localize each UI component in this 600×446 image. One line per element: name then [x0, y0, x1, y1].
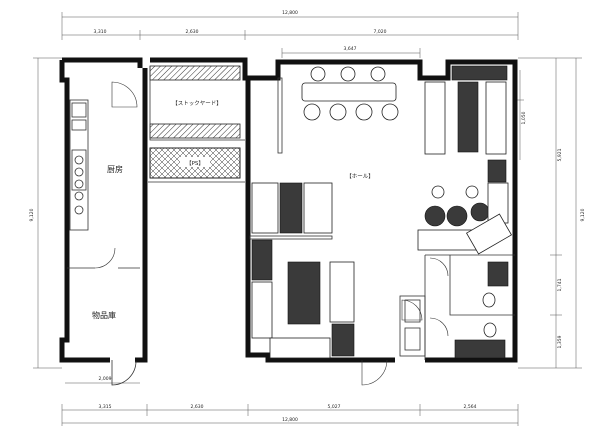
restrooms — [399, 254, 515, 360]
right-dimensions: 9,120 5,921 1,741 1,359 1,050 — [516, 57, 586, 369]
dim-top-seg3: 7,020 — [374, 29, 387, 35]
dim-top-total: 12,800 — [282, 10, 298, 16]
dim-bottom-total: 12,800 — [282, 417, 298, 423]
stock-yard-label: 【ストックヤード】 — [172, 100, 222, 107]
dim-bottom-seg2: 2,630 — [191, 404, 204, 410]
left-dimensions: 9,120 — [29, 57, 62, 369]
storage-room: 物品庫 — [67, 247, 140, 386]
dim-bottom-seg3: 5,027 — [328, 404, 341, 410]
hall-label: 【ホール】 — [346, 173, 374, 180]
dim-bottom-seg4: 2,564 — [464, 404, 477, 410]
dim-bottom-seg1: 3,315 — [99, 404, 112, 410]
dim-right-mid: 1,741 — [557, 278, 563, 291]
bottom-dimensions: 2,009 3,315 2,630 5,027 2,564 12,800 — [61, 376, 519, 426]
dim-right-total: 9,120 — [580, 208, 586, 221]
dim-top-seg2: 2,630 — [186, 29, 199, 35]
dim-right-upper: 5,921 — [557, 148, 563, 161]
stock-yard: 【ストックヤード】 — [149, 65, 245, 141]
storage-label: 物品庫 — [92, 310, 116, 320]
dim-bottom-door: 2,009 — [99, 376, 112, 382]
kitchen: 厨房 — [69, 81, 138, 231]
kitchen-label: 厨房 — [107, 164, 123, 174]
outer-walls — [59, 57, 518, 363]
dim-left-total: 9,120 — [29, 208, 35, 221]
ps-shaft: 【PS】 — [148, 147, 245, 183]
dim-right-lower: 1,359 — [557, 335, 563, 348]
dim-counter-width: 3,647 — [344, 46, 357, 52]
hall: 【ホール】 — [249, 65, 513, 386]
dim-top-seg1: 3,310 — [94, 29, 107, 35]
dim-right-s1: 1,050 — [521, 111, 527, 124]
ps-label: 【PS】 — [186, 160, 204, 167]
top-dimensions: 12,800 3,310 2,630 7,020 3,647 — [61, 10, 519, 58]
